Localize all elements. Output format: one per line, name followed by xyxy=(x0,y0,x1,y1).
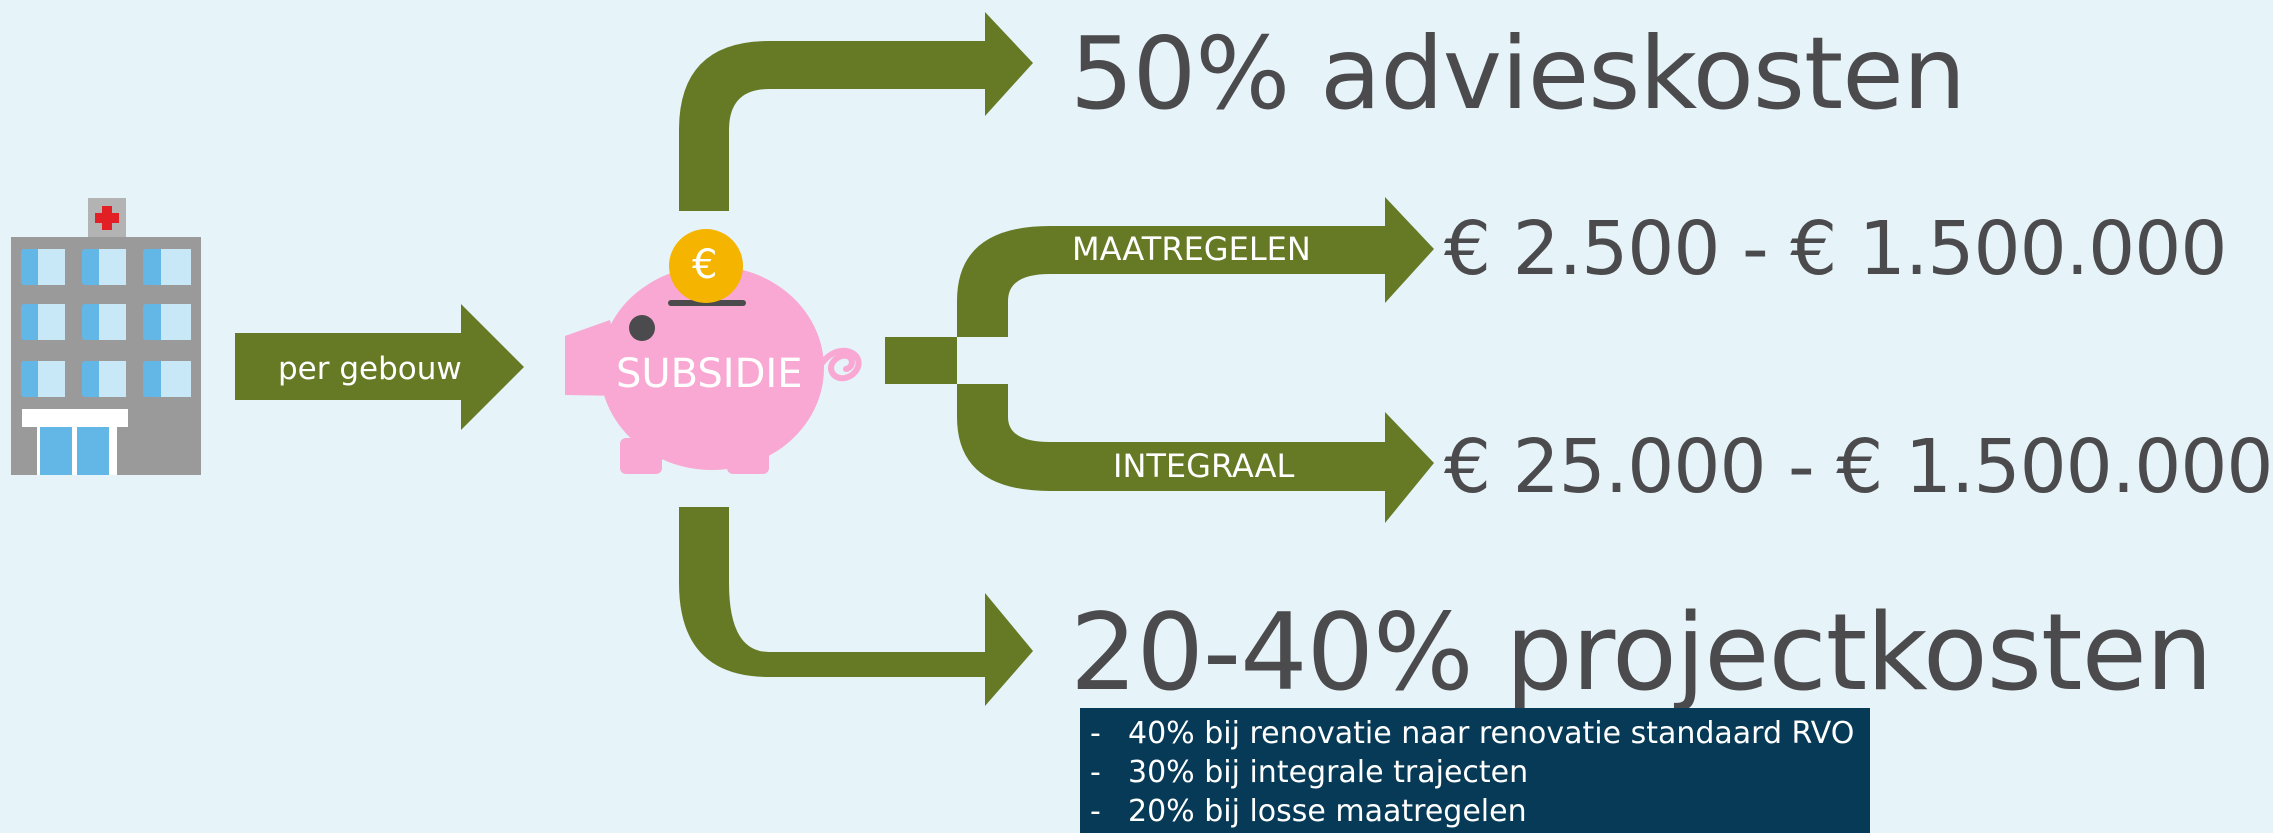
integraal-arrow xyxy=(957,384,1434,523)
project-cost-details: -40% bij renovatie naar renovatie standa… xyxy=(1080,708,1870,833)
maatregelen-label: MAATREGELEN xyxy=(1072,230,1311,268)
building-window-row xyxy=(21,361,191,397)
detail-bullet: - xyxy=(1090,755,1101,790)
building-window-row xyxy=(21,304,191,340)
piggy-leg-left xyxy=(620,438,662,474)
bottom-result-text: 20-40% projectkosten xyxy=(1070,591,2213,714)
maatregelen-range: € 2.500 - € 1.500.000 xyxy=(1444,206,2227,292)
euro-coin-icon xyxy=(669,229,743,303)
piggy-tail xyxy=(819,347,862,382)
per-gebouw-label: per gebouw xyxy=(278,351,462,387)
top-result-text: 50% advieskosten xyxy=(1070,15,1966,132)
detail-line: -20% bij losse maatregelen xyxy=(1090,794,1870,833)
building-door-right xyxy=(77,427,109,475)
per-gebouw-arrow xyxy=(235,304,524,430)
detail-text: 40% bij renovatie naar renovatie standaa… xyxy=(1128,716,1855,751)
piggy-body xyxy=(600,266,824,470)
building-entrance-canopy xyxy=(22,409,128,427)
detail-line: -40% bij renovatie naar renovatie standa… xyxy=(1090,716,1870,755)
maatregelen-arrow xyxy=(957,197,1434,337)
piggy-eye xyxy=(629,315,655,341)
coin-slot xyxy=(668,300,746,306)
background xyxy=(0,0,2187,833)
building-window-row xyxy=(21,249,191,285)
bottom-result-arrow xyxy=(679,507,1033,706)
branch-connector xyxy=(885,337,957,384)
top-result-arrow xyxy=(679,12,1033,211)
building-door-left xyxy=(40,427,72,475)
red-cross-horizontal xyxy=(95,213,119,223)
subsidie-label: SUBSIDIE xyxy=(616,351,803,397)
detail-bullet: - xyxy=(1090,716,1101,751)
integraal-label: INTEGRAAL xyxy=(1113,447,1295,485)
piggy-bank-icon xyxy=(565,229,862,474)
hospital-building-icon xyxy=(11,198,201,475)
euro-symbol: € xyxy=(692,242,718,288)
piggy-leg-right xyxy=(727,438,769,474)
detail-bullet: - xyxy=(1090,794,1101,829)
piggy-snout xyxy=(565,320,625,396)
diagram-graphics xyxy=(0,0,2187,833)
integraal-range: € 25.000 - € 1.500.000 xyxy=(1444,424,2273,510)
detail-text: 30% bij integrale trajecten xyxy=(1128,755,1529,790)
detail-line: -30% bij integrale trajecten xyxy=(1090,755,1870,794)
detail-text: 20% bij losse maatregelen xyxy=(1128,794,1527,829)
